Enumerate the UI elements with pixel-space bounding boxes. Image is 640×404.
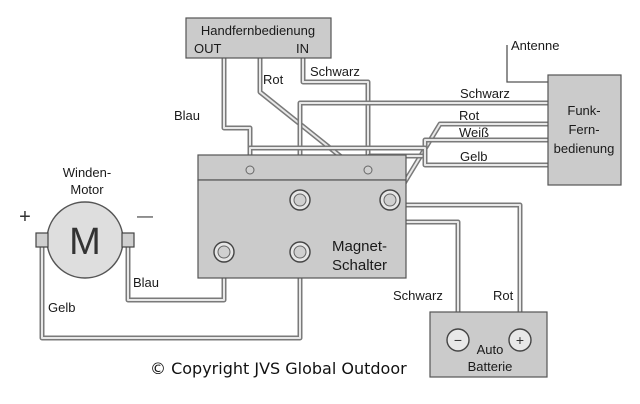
solenoid-line1: Magnet- bbox=[332, 238, 387, 255]
motor-line2: Motor bbox=[70, 182, 104, 197]
remote-module-box: Funk- Fern- bedienung bbox=[547, 74, 622, 186]
solenoid-box: Magnet- Schalter bbox=[197, 154, 407, 279]
handset-title: Handfernbedienung bbox=[201, 23, 315, 38]
motor-plus-sign: + bbox=[19, 206, 31, 228]
battery-minus-terminal bbox=[446, 328, 470, 352]
remote-line3: bedienung bbox=[554, 141, 615, 156]
label-gelb-motor: Gelb bbox=[48, 300, 75, 315]
label-blau-motor: Blau bbox=[133, 275, 159, 290]
motor-left-terminal bbox=[35, 232, 49, 248]
label-schwarz-top: Schwarz bbox=[310, 64, 360, 79]
wire-rot-battery bbox=[397, 202, 523, 328]
label-schwarz-right: Schwarz bbox=[460, 86, 510, 101]
label-weiss-right: Weiß bbox=[459, 125, 489, 140]
wire-schwarz-handset bbox=[300, 55, 371, 173]
motor-minus-sign: — bbox=[137, 208, 153, 225]
remote-line2: Fern- bbox=[568, 122, 599, 137]
wire-rot-remote bbox=[397, 121, 551, 193]
antenna-label: Antenne bbox=[511, 38, 559, 53]
battery-line2: Batterie bbox=[468, 359, 513, 374]
remote-line1: Funk- bbox=[567, 103, 600, 118]
handset-out-label: OUT bbox=[194, 41, 222, 56]
label-schwarz-battery: Schwarz bbox=[393, 288, 443, 303]
battery-minus-sign: − bbox=[454, 332, 462, 348]
wire-blau-handset bbox=[221, 55, 253, 173]
copyright-text: © Copyright JVS Global Outdoor bbox=[150, 359, 407, 378]
motor-right-terminal bbox=[121, 232, 135, 248]
car-battery: − + Auto Batterie bbox=[429, 311, 548, 378]
motor-line1: Winden- bbox=[63, 165, 111, 180]
label-gelb-right: Gelb bbox=[460, 149, 487, 164]
label-rot-top: Rot bbox=[263, 72, 284, 87]
handset-box: Handfernbedienung OUT IN bbox=[185, 17, 332, 59]
winch-motor: Winden- Motor M + — bbox=[19, 165, 153, 279]
solenoid-top-panel bbox=[197, 154, 407, 181]
solenoid-small-terminal-right bbox=[363, 165, 373, 175]
battery-plus-sign: + bbox=[516, 332, 524, 348]
solenoid-line2: Schalter bbox=[332, 257, 387, 274]
solenoid-small-terminal-left bbox=[245, 165, 255, 175]
handset-in-label: IN bbox=[296, 41, 309, 56]
label-blau-top: Blau bbox=[174, 108, 200, 123]
motor-letter: M bbox=[69, 221, 101, 263]
label-rot-battery: Rot bbox=[493, 288, 514, 303]
wire-gelb-motor bbox=[39, 239, 303, 341]
antenna-wire bbox=[506, 45, 548, 83]
label-rot-right: Rot bbox=[459, 108, 480, 123]
battery-line1: Auto bbox=[477, 342, 504, 357]
battery-plus-terminal bbox=[508, 328, 532, 352]
wire-blau-motor bbox=[125, 239, 227, 303]
